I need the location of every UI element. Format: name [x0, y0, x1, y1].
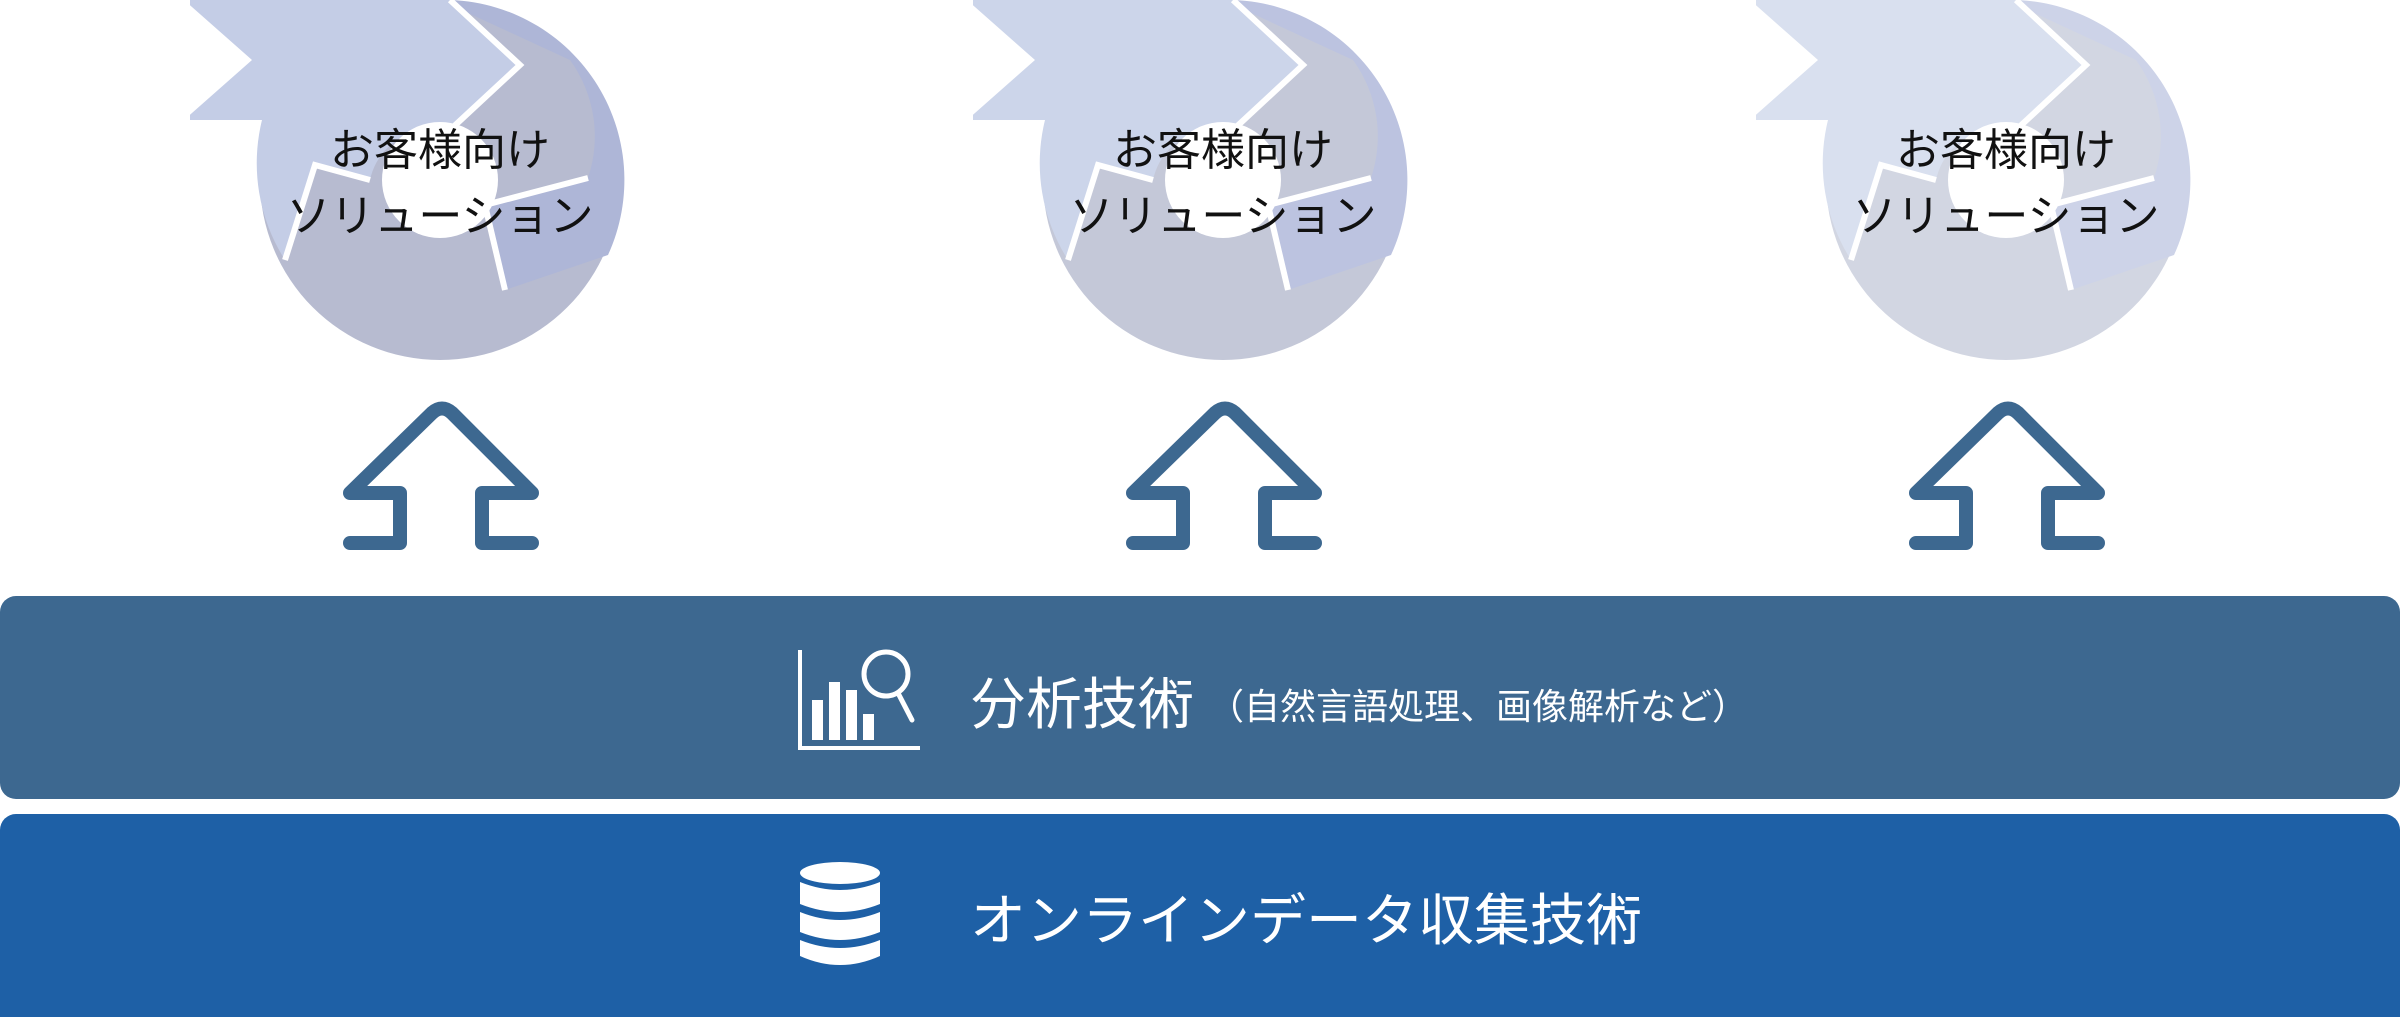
solution-label-line1: お客様向け — [330, 125, 550, 176]
cycle-diagram-2 — [973, 0, 1408, 360]
solution-label-line2: ソリューション — [1852, 191, 2160, 242]
data-collection-band — [0, 814, 2400, 1017]
analysis-technology-band — [0, 596, 2400, 799]
cycle-diagram-3 — [1756, 0, 2191, 360]
cycle-arrow-top — [190, 0, 520, 260]
analysis-subtitle: （自然言語処理、画像解析など） — [1208, 687, 1749, 728]
cycle-arrow-top — [1756, 0, 2086, 260]
cycle-ring-right — [1223, 0, 1408, 290]
database-icon — [800, 862, 880, 965]
collection-title: オンラインデータ収集技術 — [970, 889, 1642, 954]
cycle-center — [1948, 122, 2064, 238]
chart-magnifier-icon — [798, 649, 920, 750]
cycle-center — [1165, 122, 1281, 238]
solution-label-line1: お客様向け — [1113, 125, 1333, 176]
cycle-ring-right — [2006, 0, 2191, 290]
solution-cycle-2: お客様向け ソリューション — [973, 0, 1473, 380]
cycle-diagram-1 — [190, 0, 625, 360]
analysis-title: 分析技術 — [970, 673, 1194, 738]
solution-label-line2: ソリューション — [1069, 191, 1377, 242]
solution-cycle-1: お客様向け ソリューション — [190, 0, 690, 380]
up-arrow-icon-1 — [343, 401, 539, 550]
cycle-arrow-top — [973, 0, 1303, 260]
solution-label-line1: お客様向け — [1896, 125, 2116, 176]
up-arrow-icon-2 — [1126, 401, 1322, 550]
cycle-center — [382, 122, 498, 238]
up-arrow-icon-3 — [1909, 401, 2105, 550]
solution-label-line2: ソリューション — [286, 191, 594, 242]
cycle-ring-right — [440, 0, 625, 290]
solution-cycle-3: お客様向け ソリューション — [1756, 0, 2256, 380]
